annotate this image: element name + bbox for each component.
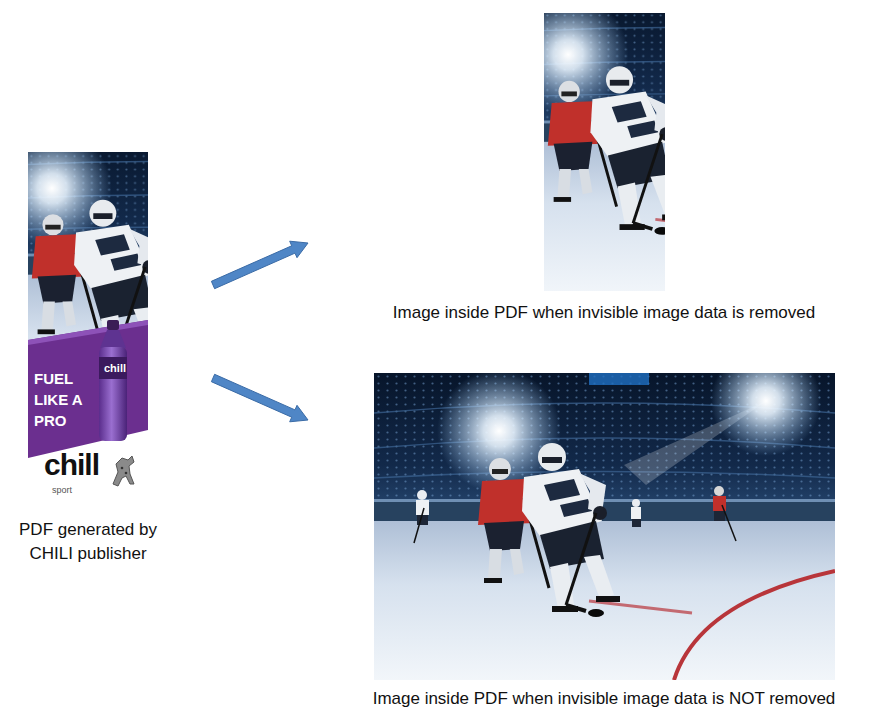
caption: Image inside PDF when invisible image da… (354, 301, 854, 325)
block-arrow (211, 241, 308, 289)
caption: PDF generated by CHILI publisher (8, 518, 168, 566)
photo-illustration (544, 13, 665, 291)
image-panel: Image inside PDF when invisible image da… (354, 13, 854, 333)
block-arrow (211, 374, 308, 422)
bottle-label: chill (100, 362, 130, 375)
logo-text: chill (44, 448, 118, 482)
logo-figure (110, 454, 136, 488)
slogan-text: FUEL LIKE A PRO (34, 368, 96, 431)
photo-illustration (374, 373, 835, 680)
pdf-panel: FUEL LIKE A PRO chill chill sportPDF genera… (8, 152, 168, 572)
logo-subtext: sport (52, 485, 92, 496)
image-panel: Image inside PDF when invisible image da… (334, 373, 874, 713)
caption: Image inside PDF when invisible image da… (334, 687, 874, 711)
